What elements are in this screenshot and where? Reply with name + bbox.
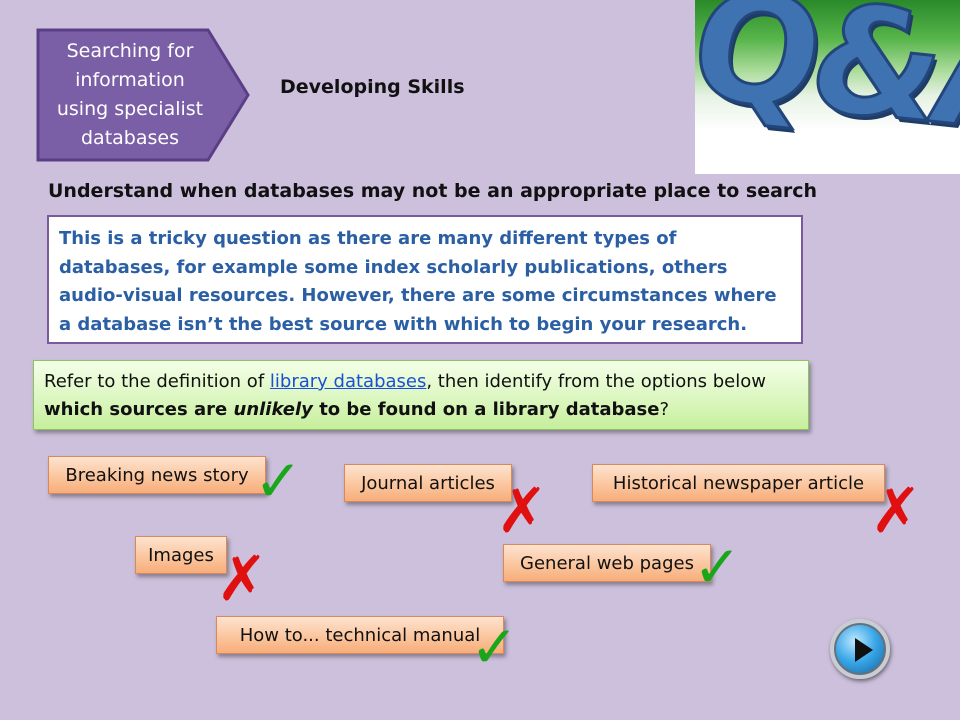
section-title-line-3: using specialist: [56, 98, 204, 120]
cross-icon: ✗: [216, 542, 268, 615]
instruction-middle: , then identify from the options below: [426, 371, 766, 392]
tick-icon: ✓: [254, 447, 303, 515]
learning-objective: Understand when databases may not be an …: [48, 180, 818, 202]
tick-icon: ✓: [470, 613, 519, 681]
section-banner: Searching for information using speciali…: [36, 28, 250, 162]
instruction-bold-a: which sources are: [44, 399, 234, 420]
instruction-bold-b: to be found on a library database: [312, 399, 660, 420]
option-general-web-pages[interactable]: General web pages: [503, 544, 711, 582]
cross-icon: ✗: [496, 474, 548, 547]
option-how-to-technical-manual[interactable]: How to... technical manual: [216, 616, 504, 654]
page-subtitle: Developing Skills: [280, 76, 465, 98]
option-breaking-news-story[interactable]: Breaking news story: [48, 456, 266, 494]
library-databases-link[interactable]: library databases: [269, 371, 427, 392]
option-historical-newspaper-article[interactable]: Historical newspaper article: [592, 464, 885, 502]
qa-logo-text: Q&A: [695, 0, 960, 169]
option-journal-articles[interactable]: Journal articles: [344, 464, 512, 502]
option-images[interactable]: Images: [135, 536, 227, 574]
next-slide-button[interactable]: [830, 619, 890, 679]
instruction-suffix: ?: [659, 399, 670, 420]
instruction-prefix: Refer to the definition of: [44, 371, 270, 392]
section-title-line-1: Searching for: [66, 40, 194, 62]
play-icon: [855, 638, 873, 662]
intro-text-box: This is a tricky question as there are m…: [47, 215, 803, 344]
qa-logo: Q&A: [695, 0, 960, 174]
tick-icon: ✓: [693, 533, 742, 601]
section-title-line-4: databases: [80, 127, 179, 149]
instruction-emphasis: unlikely: [233, 399, 313, 420]
cross-icon: ✗: [870, 474, 922, 547]
section-title: Searching for information using speciali…: [36, 28, 218, 162]
banner-arrow-shape: [36, 28, 250, 162]
section-title-line-2: information: [75, 69, 185, 91]
instruction-box: Refer to the definition of library datab…: [33, 360, 809, 430]
